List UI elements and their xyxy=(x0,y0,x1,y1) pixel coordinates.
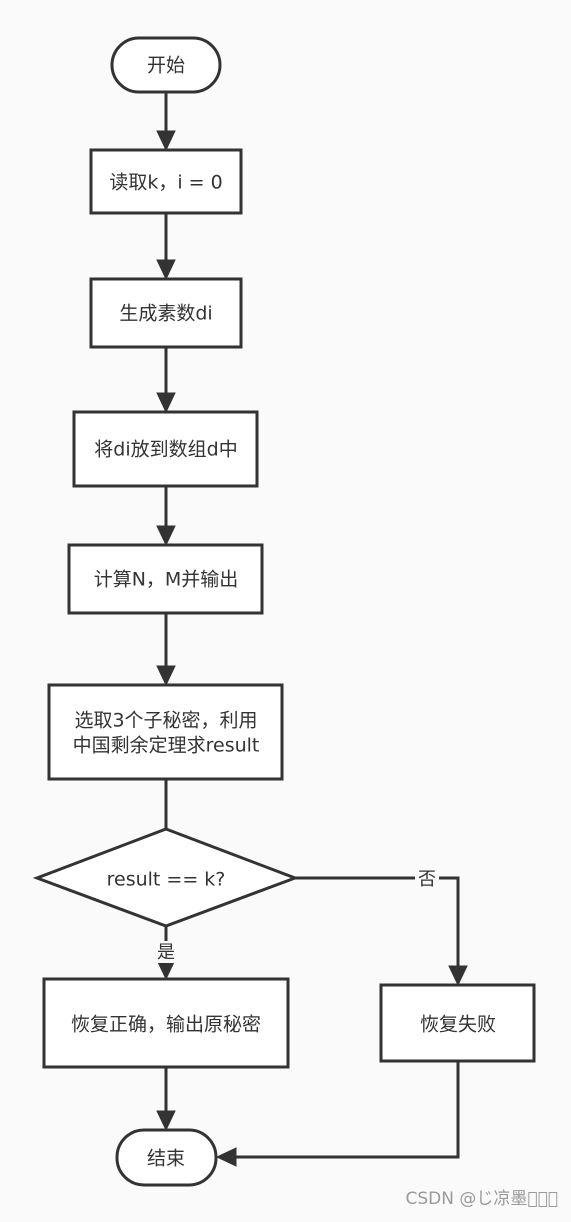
generate-prime-node-label: 生成素数di xyxy=(119,303,212,325)
arrowhead-store xyxy=(156,392,176,414)
success-node-label: 恢复正确，输出原秘密 xyxy=(71,1014,261,1036)
compute-node-label: 计算N，M并输出 xyxy=(94,569,239,591)
store-array-node xyxy=(72,410,259,488)
edge-decision-fail xyxy=(295,876,460,968)
arrowhead-gen xyxy=(156,259,176,281)
edge-label-no: 否 xyxy=(418,869,436,890)
edge-fail-end xyxy=(234,1061,460,1159)
select-crt-node xyxy=(47,683,284,781)
edge-label-yes: 是 xyxy=(157,942,175,963)
generate-prime-node xyxy=(89,277,243,349)
watermark: CSDN @じ凉墨    xyxy=(406,1189,558,1209)
decision-node-label: result == k? xyxy=(107,869,226,891)
yes-label-bg xyxy=(154,941,178,963)
arrowhead-select xyxy=(156,665,176,687)
read-node xyxy=(89,148,243,215)
success-node xyxy=(42,977,290,1069)
arrowhead-end-from-success xyxy=(156,1110,176,1132)
arrowhead-end-from-fail xyxy=(215,1147,237,1167)
arrowhead-fail xyxy=(448,965,468,987)
select-crt-node-label-line1: 选取3个子秘密，利用 xyxy=(74,710,257,732)
end-node-label: 结束 xyxy=(147,1148,185,1170)
arrowhead-read xyxy=(156,130,176,152)
decision-node xyxy=(32,827,300,928)
start-node xyxy=(110,36,222,94)
start-node-label: 开始 xyxy=(147,55,185,77)
no-label-bg xyxy=(415,868,439,890)
fail-node xyxy=(379,983,536,1063)
arrowhead-compute xyxy=(156,525,176,547)
read-node-label: 读取k，i = 0 xyxy=(109,172,222,194)
select-crt-node-label-line2: 中国剩余定理求result xyxy=(73,735,260,757)
end-node xyxy=(115,1128,218,1187)
store-array-node-label: 将di放到数组d中 xyxy=(94,439,237,461)
fail-node-label: 恢复失败 xyxy=(420,1014,496,1036)
compute-node xyxy=(67,543,264,615)
